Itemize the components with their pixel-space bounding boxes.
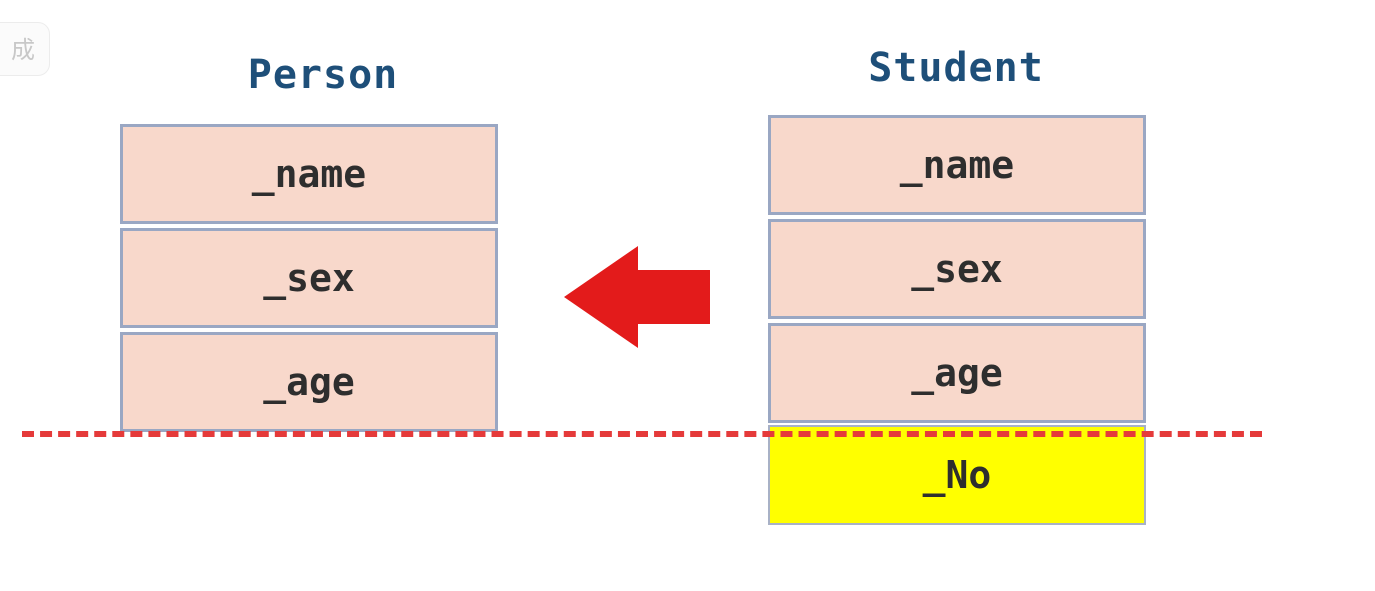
arrow-left-icon (564, 246, 710, 348)
person-field-sex: _sex (120, 228, 498, 328)
corner-tab: 成 (0, 22, 50, 76)
person-field-name: _name (120, 124, 498, 224)
memory-boundary-dashed-line (22, 431, 1262, 437)
person-field-stack: _name _sex _age (120, 124, 498, 436)
corner-tab-label: 成 (11, 36, 35, 64)
student-class-title: Student (868, 45, 1044, 91)
student-field-stack: _name _sex _age _No (768, 115, 1146, 529)
student-field-name: _name (768, 115, 1146, 215)
student-field-age: _age (768, 323, 1146, 423)
student-field-no: _No (768, 425, 1146, 525)
person-class-title: Person (247, 52, 399, 98)
student-field-sex: _sex (768, 219, 1146, 319)
person-field-age: _age (120, 332, 498, 432)
arrow-left-shape (564, 246, 710, 348)
